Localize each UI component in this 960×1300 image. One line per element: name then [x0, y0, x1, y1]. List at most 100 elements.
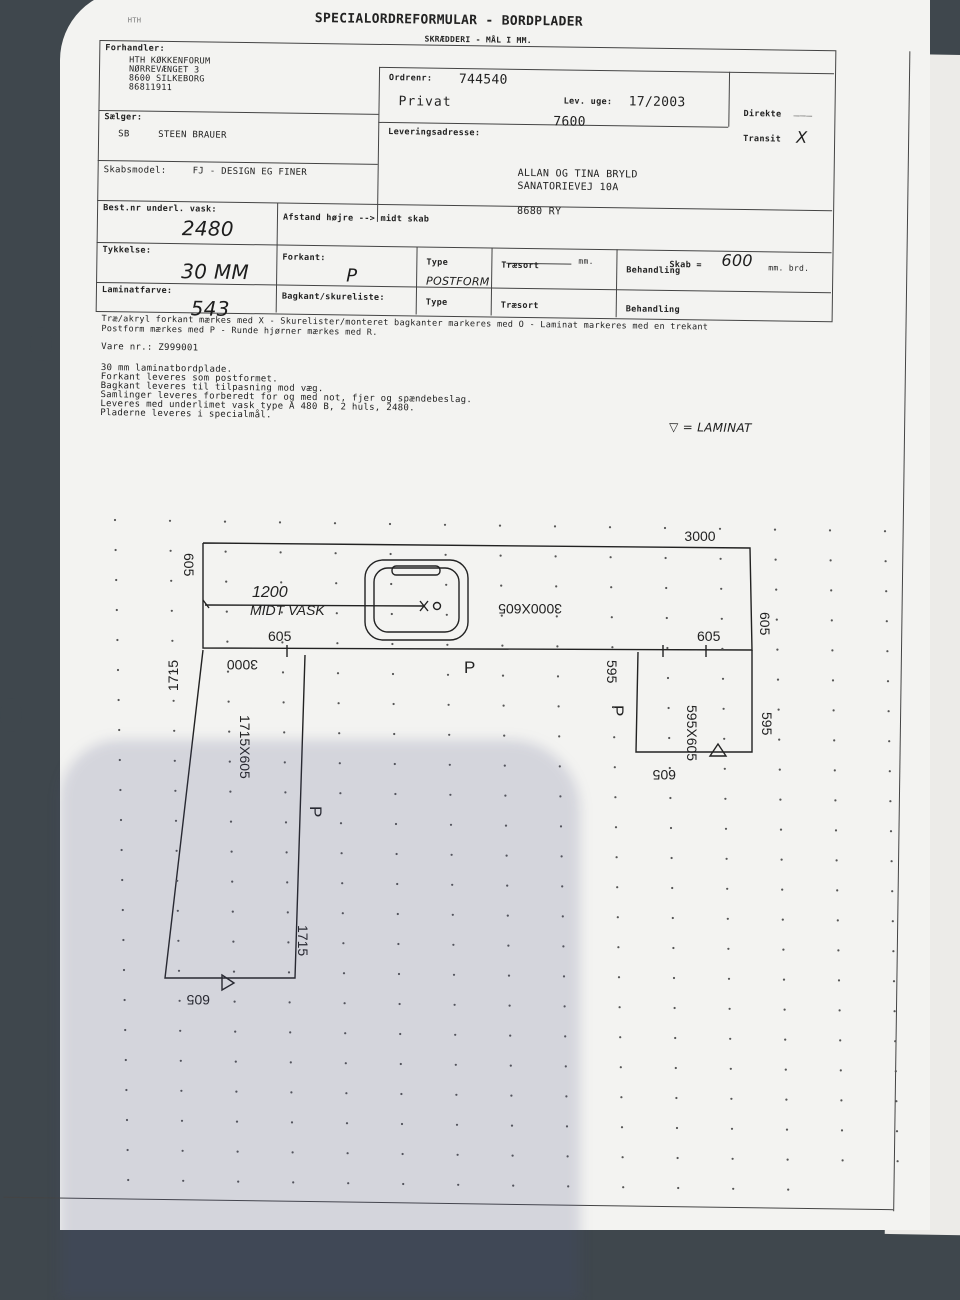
grid-dot	[884, 560, 887, 563]
grid-dot	[556, 675, 560, 678]
grid-dot	[613, 766, 616, 769]
grid-dot	[116, 638, 119, 642]
grid-dot	[342, 972, 346, 975]
grid-dot	[230, 850, 233, 853]
grid-dot	[283, 761, 286, 764]
countertop-outline	[164, 542, 753, 992]
grid-dot	[785, 1128, 789, 1131]
grid-dot	[284, 821, 288, 824]
grid-dot	[390, 612, 393, 616]
grid-dot	[399, 1032, 402, 1036]
grid-dot	[784, 1068, 787, 1071]
grid-dot	[510, 1094, 513, 1097]
grid-dot	[168, 519, 172, 522]
grid-dot	[286, 911, 289, 914]
grid-dot	[443, 523, 447, 526]
grid-dot	[119, 788, 122, 792]
grid-dot	[730, 1097, 733, 1100]
grid-dot	[505, 854, 508, 857]
label-postform-right: P	[608, 705, 627, 716]
grid-dot	[502, 704, 505, 707]
grid-dot	[668, 766, 671, 770]
grid-dot	[174, 789, 177, 792]
grid-dot	[121, 908, 124, 912]
grid-dot	[235, 1120, 239, 1123]
binder-hole-top	[30, 327, 52, 361]
grid-dot	[509, 1034, 512, 1037]
dim-right-size: 595X605	[684, 705, 700, 761]
grid-dot	[669, 796, 672, 800]
grid-dot	[176, 879, 179, 882]
grid-dot	[558, 765, 561, 768]
grid-dot	[335, 612, 338, 615]
label-postform-left: P	[306, 806, 325, 817]
grid-dot	[501, 644, 504, 647]
grid-dot	[559, 795, 562, 798]
grid-dot	[448, 733, 451, 736]
grid-dot	[178, 999, 181, 1002]
grid-dot	[773, 528, 777, 531]
grid-dot	[499, 554, 502, 557]
grid-dot	[560, 855, 563, 858]
binder-hole-bottom	[0, 698, 22, 732]
grid-dot	[116, 668, 120, 672]
grid-dot	[833, 769, 836, 772]
grid-dot	[392, 702, 395, 706]
grid-dot	[731, 1157, 734, 1160]
grid-dot	[341, 912, 344, 915]
grid-dot	[342, 942, 345, 945]
dim-left-size: 1715X605	[237, 715, 253, 779]
grid-dot	[723, 767, 726, 770]
grid-dot	[449, 793, 452, 796]
grid-dot	[617, 976, 621, 979]
grid-dot	[608, 526, 612, 529]
grid-dot	[452, 973, 456, 976]
grid-dot	[125, 1118, 129, 1122]
grid-dot	[279, 551, 282, 554]
grid-dot	[446, 673, 450, 676]
grid-dot	[397, 972, 401, 976]
grid-dot	[179, 1059, 182, 1062]
grid-dot	[232, 970, 236, 973]
grid-dot	[555, 615, 558, 618]
grid-dot	[727, 977, 731, 980]
grid-dot	[283, 731, 286, 734]
grid-dot	[609, 556, 612, 559]
dim-top-length: 3000	[684, 528, 715, 544]
grid-dot	[725, 857, 728, 860]
grid-dot	[668, 736, 671, 740]
grid-dot	[504, 794, 507, 797]
grid-dot	[345, 1122, 349, 1125]
grid-dot	[289, 1061, 292, 1064]
dim-left-length: 1715	[165, 660, 181, 691]
grid-dot	[393, 762, 396, 766]
grid-dot	[226, 670, 230, 673]
grid-dot	[614, 796, 617, 799]
grid-dot	[837, 979, 841, 982]
grid-dot	[561, 915, 564, 918]
grid-dot	[829, 559, 832, 562]
grid-dot	[611, 676, 615, 679]
grid-dot	[726, 887, 729, 890]
grid-dot	[561, 885, 564, 888]
grid-dot	[453, 1003, 456, 1006]
grid-dot	[721, 677, 725, 680]
grid-dot	[456, 1153, 459, 1156]
grid-dot	[122, 968, 126, 972]
label-postform-top: P	[464, 658, 475, 677]
dim-right-605: 605	[697, 628, 721, 644]
grid-dot	[730, 1127, 734, 1130]
grid-dot	[675, 1096, 678, 1100]
grid-dot	[732, 1187, 735, 1190]
grid-dot	[509, 1064, 512, 1067]
grid-dot	[893, 1010, 896, 1013]
grid-dot	[669, 826, 673, 830]
grid-dot	[562, 945, 565, 948]
grid-dot	[510, 1124, 514, 1127]
grid-dot	[673, 1006, 676, 1010]
grid-dot	[280, 611, 283, 614]
grid-dot	[448, 763, 451, 766]
grid-dot	[399, 1062, 402, 1066]
grid-dot	[889, 800, 892, 803]
grid-dot	[290, 1091, 293, 1094]
